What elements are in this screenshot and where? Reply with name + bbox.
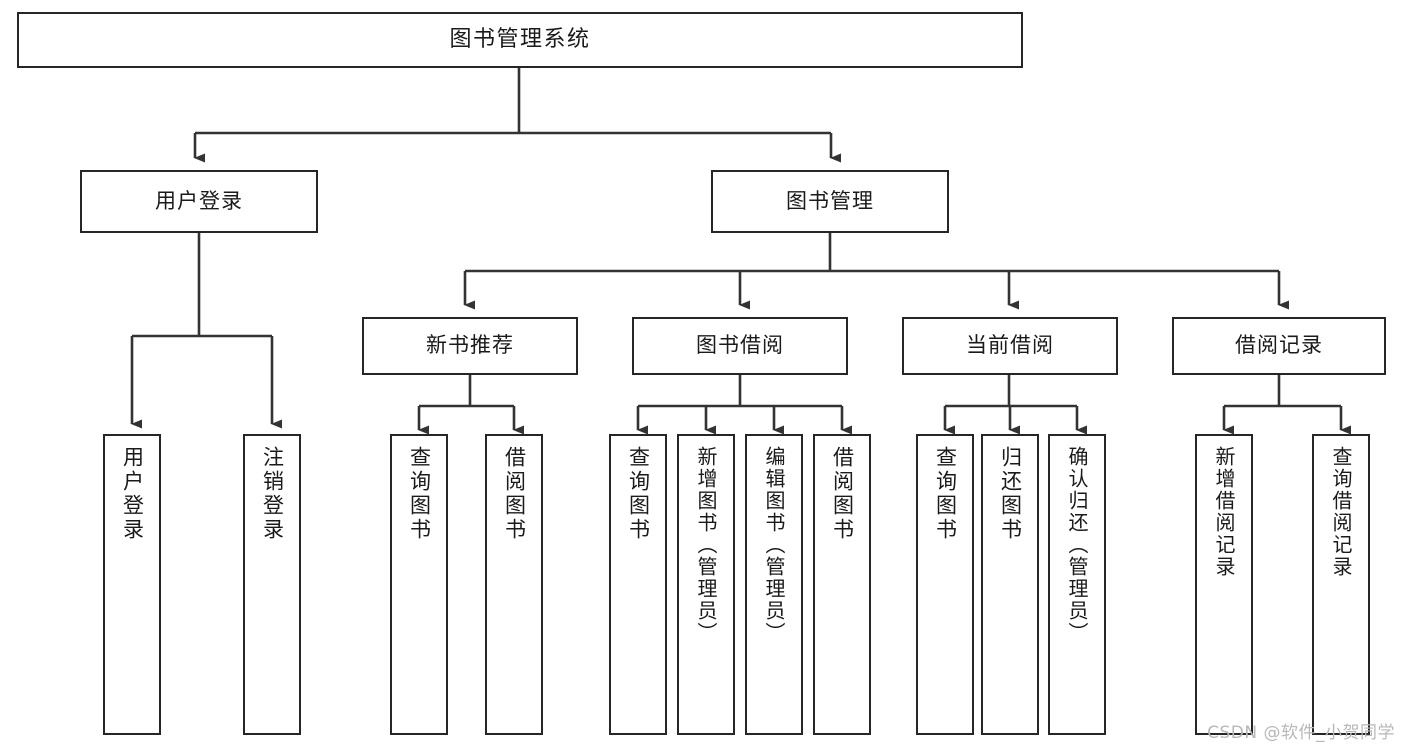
leaf-label: 归还图书 <box>998 446 1023 542</box>
leaf-label: 查询图书 <box>933 446 958 542</box>
leaf-logout[interactable]: 注销登录 <box>243 434 301 735</box>
node-label: 图书管理 <box>786 188 874 213</box>
leaf-label: 借阅图书 <box>830 446 855 542</box>
node-book-borrow[interactable]: 图书借阅 <box>632 317 848 375</box>
node-user-login[interactable]: 用户登录 <box>80 170 318 233</box>
leaf-label: 查询借阅记录 <box>1329 446 1353 578</box>
leaf-return-book[interactable]: 归还图书 <box>981 434 1039 735</box>
leaf-borrow-book-nb[interactable]: 借阅图书 <box>485 434 543 735</box>
leaf-add-borrow-record[interactable]: 新增借阅记录 <box>1195 434 1253 735</box>
leaf-label: 新增借阅记录 <box>1212 446 1236 578</box>
node-book-management[interactable]: 图书管理 <box>711 170 949 233</box>
node-current-borrow[interactable]: 当前借阅 <box>902 317 1118 375</box>
node-label: 新书推荐 <box>426 333 514 358</box>
leaf-borrow-book-bb[interactable]: 借阅图书 <box>813 434 871 735</box>
leaf-label: 确认归还（管理员） <box>1065 446 1089 644</box>
leaf-user-login[interactable]: 用户登录 <box>103 434 161 735</box>
leaf-confirm-return-admin[interactable]: 确认归还（管理员） <box>1048 434 1106 735</box>
leaf-edit-book-admin[interactable]: 编辑图书（管理员） <box>745 434 803 735</box>
node-label: 当前借阅 <box>966 333 1054 358</box>
node-borrow-record[interactable]: 借阅记录 <box>1172 317 1386 375</box>
leaf-label: 查询图书 <box>407 446 432 542</box>
node-system-root[interactable]: 图书管理系统 <box>17 12 1023 68</box>
node-label: 借阅记录 <box>1235 333 1323 358</box>
leaf-label: 新增图书（管理员） <box>694 446 718 644</box>
node-label: 图书管理系统 <box>449 26 591 52</box>
leaf-query-book-nb[interactable]: 查询图书 <box>390 434 448 735</box>
leaf-query-book-cb[interactable]: 查询图书 <box>916 434 974 735</box>
leaf-label: 编辑图书（管理员） <box>762 446 786 644</box>
leaf-label: 查询图书 <box>626 446 651 542</box>
leaf-label: 注销登录 <box>260 446 285 542</box>
node-label: 图书借阅 <box>696 333 784 358</box>
leaf-label: 用户登录 <box>120 446 145 542</box>
node-label: 用户登录 <box>155 188 243 213</box>
leaf-query-book-bb[interactable]: 查询图书 <box>609 434 667 735</box>
leaf-add-book-admin[interactable]: 新增图书（管理员） <box>677 434 735 735</box>
csdn-watermark: CSDN @软件_小贺同学 <box>1207 723 1395 743</box>
leaf-label: 借阅图书 <box>502 446 527 542</box>
node-new-book-recommend[interactable]: 新书推荐 <box>362 317 578 375</box>
leaf-query-borrow-record[interactable]: 查询借阅记录 <box>1312 434 1370 735</box>
